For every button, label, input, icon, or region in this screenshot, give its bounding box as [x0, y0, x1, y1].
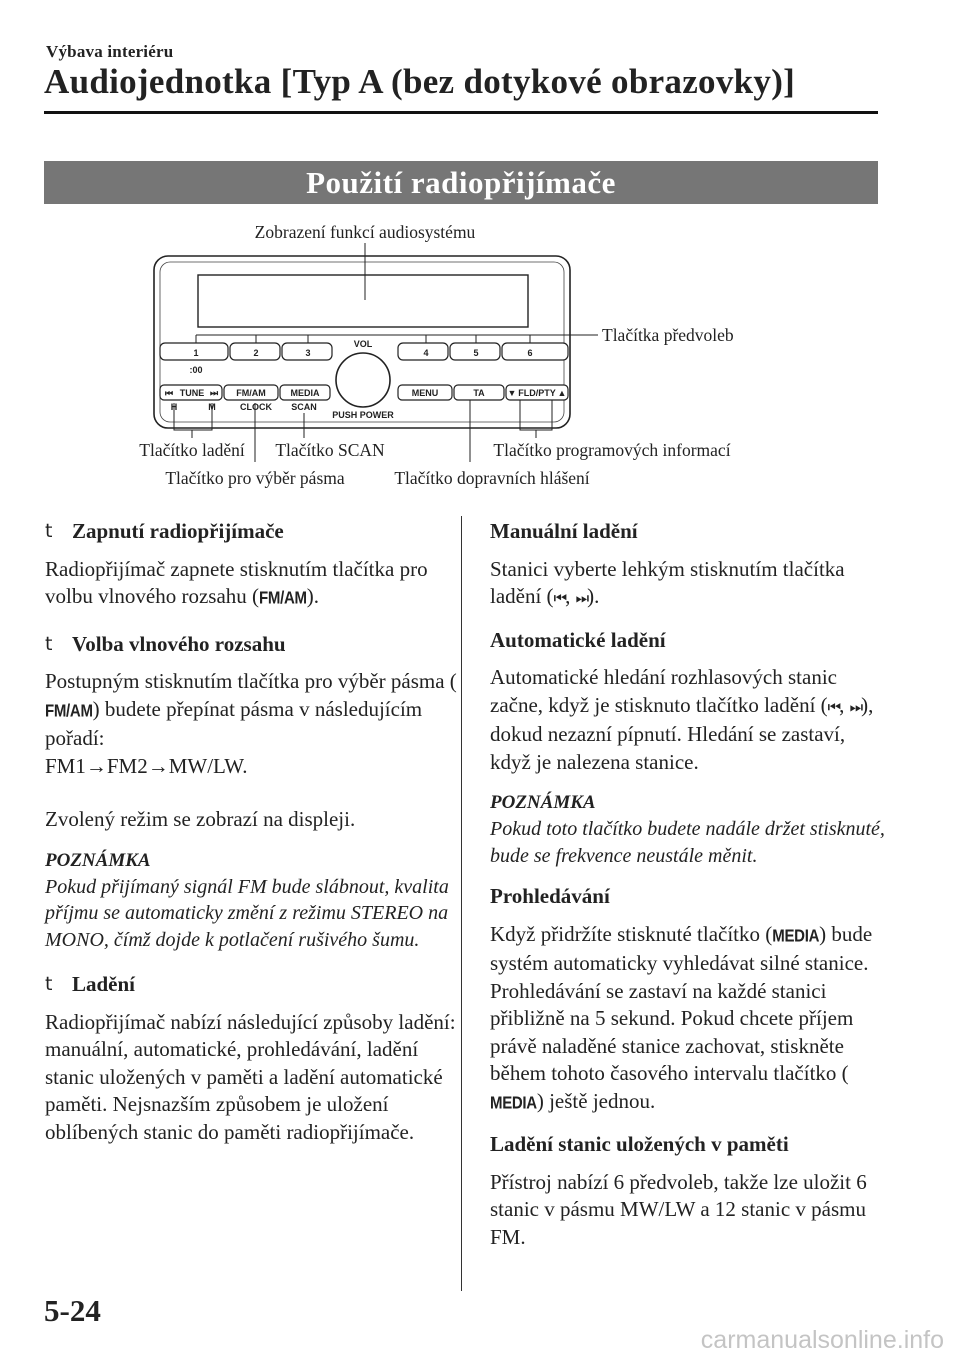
paragraph-preset-tuning: Přístroj nabízí 6 předvoleb, takže lze u… — [490, 1169, 867, 1249]
fmam-key-icon: FM/AM — [45, 701, 93, 721]
heading-manual-tuning: Manuální ladění — [490, 519, 638, 543]
menu-button — [397, 384, 453, 401]
label-tune: Tlačítko ladění — [139, 440, 245, 460]
tune-next-glyph: ⏭ — [210, 388, 219, 398]
audio-unit-diagram: 1 2 3 :00 4 5 6 VOL PUSH POWER ⏮ TUNE ⏭ … — [139, 222, 734, 488]
note-heading: POZNÁMKA — [45, 849, 151, 871]
note-fm-signal: Pokud přijímaný signál FM bude slábnout,… — [45, 875, 449, 951]
preset-label-4: 4 — [423, 348, 428, 358]
right-column: Manuální ladění Stanici vyberte lehkým s… — [490, 518, 885, 1261]
prev-track-icon: ⏮ — [827, 697, 841, 716]
paragraph-radio-on: Radiopřijímač zapnete stisknutím tlačítk… — [45, 556, 460, 613]
preset-label-6: 6 — [527, 348, 532, 358]
paragraph-band-select: Postupným stisknutím tlačítka pro výběr … — [45, 669, 457, 778]
ta-button-label: TA — [473, 388, 485, 398]
paragraph-manual-tuning: Stanici vyberte lehkým stisknutím tlačít… — [490, 556, 845, 609]
preset-label-3: 3 — [305, 348, 310, 358]
paragraph-band-display: Zvolený režim se zobrazí na displeji. — [45, 807, 356, 831]
volume-knob — [335, 352, 391, 408]
fld-button-label: FLD/PTY — [518, 388, 556, 398]
fmam-key-icon: FM/AM — [259, 588, 307, 609]
bullet-marker: t — [45, 632, 53, 655]
preset-button-3 — [281, 342, 333, 361]
label-ta: Tlačítko dopravních hlášení — [394, 468, 589, 488]
page-number: 5-24 — [44, 1293, 101, 1328]
fmam-button — [223, 384, 279, 401]
sub-clock-label: CLOCK — [240, 402, 272, 412]
note-hold-button: Pokud toto tlačítko budete nadále držet … — [490, 818, 885, 867]
paragraph-auto-tuning: Automatické hledání rozhlasových stanic … — [490, 665, 874, 774]
preset-label-1: 1 — [193, 348, 198, 358]
banner-title: Použití radiopřijímače — [306, 165, 616, 200]
fmam-button-label: FM/AM — [236, 388, 266, 398]
clock-sub-label: :00 — [189, 365, 202, 375]
column-divider — [461, 516, 462, 1291]
section-banner: Použití radiopřijímače — [44, 161, 878, 204]
next-track-icon: ⏭ — [575, 589, 589, 607]
preset-button-6 — [501, 342, 569, 361]
preset-label-5: 5 — [473, 348, 478, 358]
label-presets: Tlačítka předvoleb — [602, 325, 734, 345]
label-scan: Tlačítko SCAN — [275, 440, 385, 460]
preset-button-1 — [159, 342, 229, 361]
display-area — [197, 274, 529, 328]
media-button-label: MEDIA — [291, 388, 321, 398]
fld-down-glyph: ▼ — [508, 388, 517, 398]
next-track-icon: ⏭ — [849, 697, 863, 716]
chapter-title: Audiojednotka [Typ A (bez dotykové obraz… — [44, 62, 796, 101]
ta-button — [453, 384, 505, 401]
band-order: FM1→FM2→MW/LW. — [45, 753, 248, 778]
preset-button-4 — [397, 342, 449, 361]
tune-button-label: TUNE — [180, 388, 205, 398]
paragraph-scan: Když přidržíte stisknuté tlačítko (MEDIA… — [490, 921, 885, 1118]
section-label: Výbava interiéru — [46, 42, 174, 61]
prev-track-icon: ⏮ — [553, 589, 567, 607]
preset-button-2 — [229, 342, 281, 361]
media-button — [279, 384, 331, 401]
sub-scan-label: SCAN — [291, 402, 317, 412]
tune-prev-glyph: ⏮ — [165, 388, 173, 398]
bullet-marker: t — [45, 520, 53, 542]
title-rule — [44, 111, 878, 114]
label-pty: Tlačítko programových informací — [493, 440, 730, 460]
vol-label: VOL — [354, 339, 373, 349]
menu-button-label: MENU — [412, 388, 439, 398]
heading-auto-tuning: Automatické ladění — [490, 627, 666, 652]
preset-label-2: 2 — [253, 348, 258, 358]
note-heading: POZNÁMKA — [490, 792, 596, 813]
bullet-marker: t — [45, 973, 53, 995]
push-power-label: PUSH POWER — [332, 410, 394, 420]
label-display: Zobrazení funkcí audiosystému — [255, 222, 476, 242]
fld-pty-button — [505, 384, 569, 401]
heading-preset-tuning: Ladění stanic uložených v paměti — [490, 1132, 789, 1156]
preset-button-5 — [449, 342, 501, 361]
watermark: carmanualsonline.info — [700, 1326, 944, 1354]
tune-button — [159, 384, 223, 401]
fld-up-glyph: ▲ — [558, 388, 567, 398]
label-band: Tlačítko pro výběr pásma — [165, 468, 345, 488]
heading-scan: Prohledávání — [490, 884, 610, 908]
media-key-icon: MEDIA — [490, 1093, 537, 1113]
callout-lines — [173, 243, 598, 462]
paragraph-tuning: Radiopřijímač nabízí následující způsoby… — [45, 1009, 456, 1144]
media-key-icon: MEDIA — [772, 926, 820, 946]
